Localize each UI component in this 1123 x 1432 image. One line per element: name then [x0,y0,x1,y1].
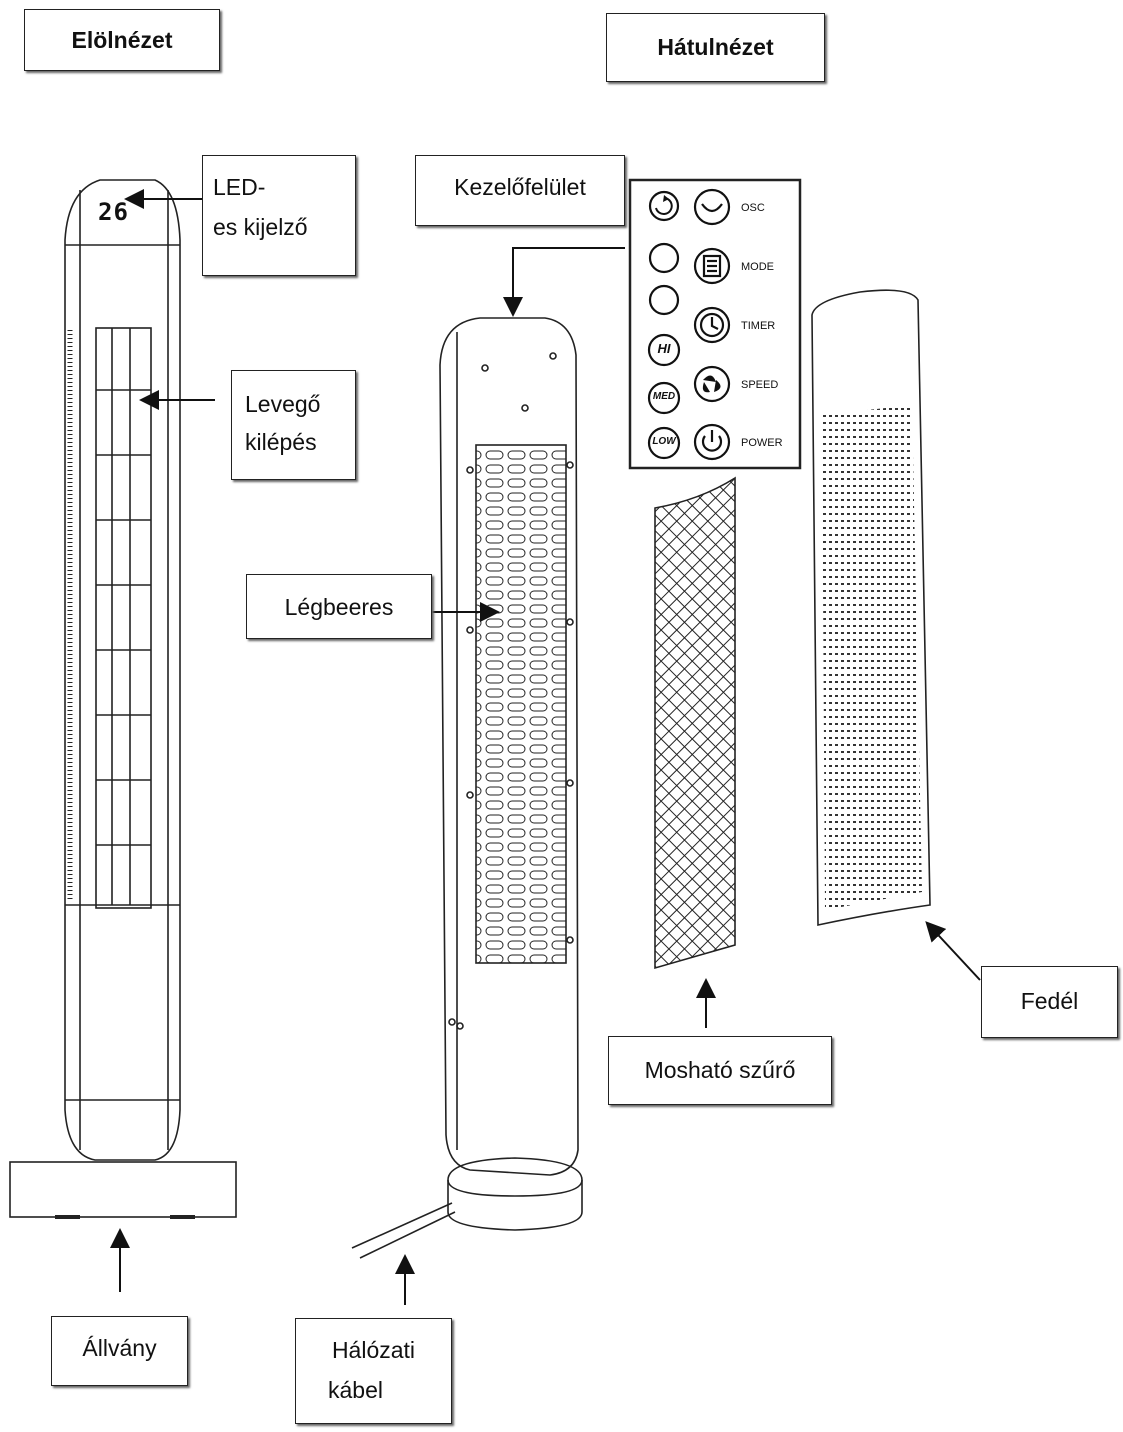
cover-drawing [811,289,931,926]
label-stand: Állvány [51,1316,188,1386]
osc-icon [693,188,731,226]
label-air-intake: Légbeeres [246,574,432,639]
back-stand [447,1157,583,1231]
label-stand-text: Állvány [82,1335,157,1361]
panel-label-hi: HI [657,341,671,356]
front-view-title: Elölnézet [71,27,173,53]
label-control-panel: Kezelőfelület [415,155,625,226]
panel-label-speed: SPEED [741,379,779,391]
front-tower [64,179,181,1161]
label-cover-text: Fedél [1020,988,1079,1014]
label-washable-filter: Mosható szűrő [608,1036,832,1105]
label-cover: Fedél [981,966,1118,1038]
arrow-panel [503,247,625,317]
panel-label-timer: TIMER [741,320,776,332]
front-view-header: Elölnézet [24,9,220,71]
label-led-line1: LED- [213,174,266,200]
low-button-circle [647,426,681,460]
med-button-circle [647,381,681,415]
back-view-title: Hátulnézet [657,34,774,60]
power-cable [351,1202,456,1259]
led-display-value: 26 [98,198,129,226]
label-led-display: LED- es kijelző [202,155,356,276]
back-tower-body [439,317,579,1176]
filter-drawing [654,476,736,970]
power-icon [693,423,731,461]
label-cable-line1: Hálózati [331,1337,416,1363]
label-air-outlet: Levegő kilépés [231,370,356,480]
back-tower [439,317,579,1176]
rotate-icon [648,190,680,222]
label-cable-line2: kábel [328,1377,383,1403]
intake-grille [475,444,567,964]
front-stand [9,1161,237,1219]
label-outlet-line2: kilépés [245,429,317,455]
natural-wind-icon [648,284,680,316]
label-control-panel-text: Kezelőfelület [454,174,586,200]
panel-label-med: MED [652,391,676,402]
callout-arrows [110,189,981,1305]
front-tower-body [64,179,181,1161]
timer-icon [693,306,731,344]
back-view-header: Hátulnézet [606,13,825,82]
label-power-cable: Hálózati kábel [295,1318,452,1424]
speed-icon [693,365,731,403]
label-led-line2: es kijelző [213,214,308,240]
arrow-cover [925,921,981,981]
panel-label-power: POWER [741,437,783,449]
label-intake-text: Légbeeres [284,594,394,620]
panel-label-mode: MODE [741,261,774,273]
hi-button-circle [647,333,681,367]
mode-icon [693,247,731,285]
panel-label-osc: OSC [741,202,765,214]
control-panel-drawing [628,178,802,470]
panel-label-low: LOW [652,436,676,447]
label-outlet-line1: Levegő [245,391,321,417]
label-filter-text: Mosható szűrő [644,1057,796,1083]
sleep-icon [648,242,680,274]
